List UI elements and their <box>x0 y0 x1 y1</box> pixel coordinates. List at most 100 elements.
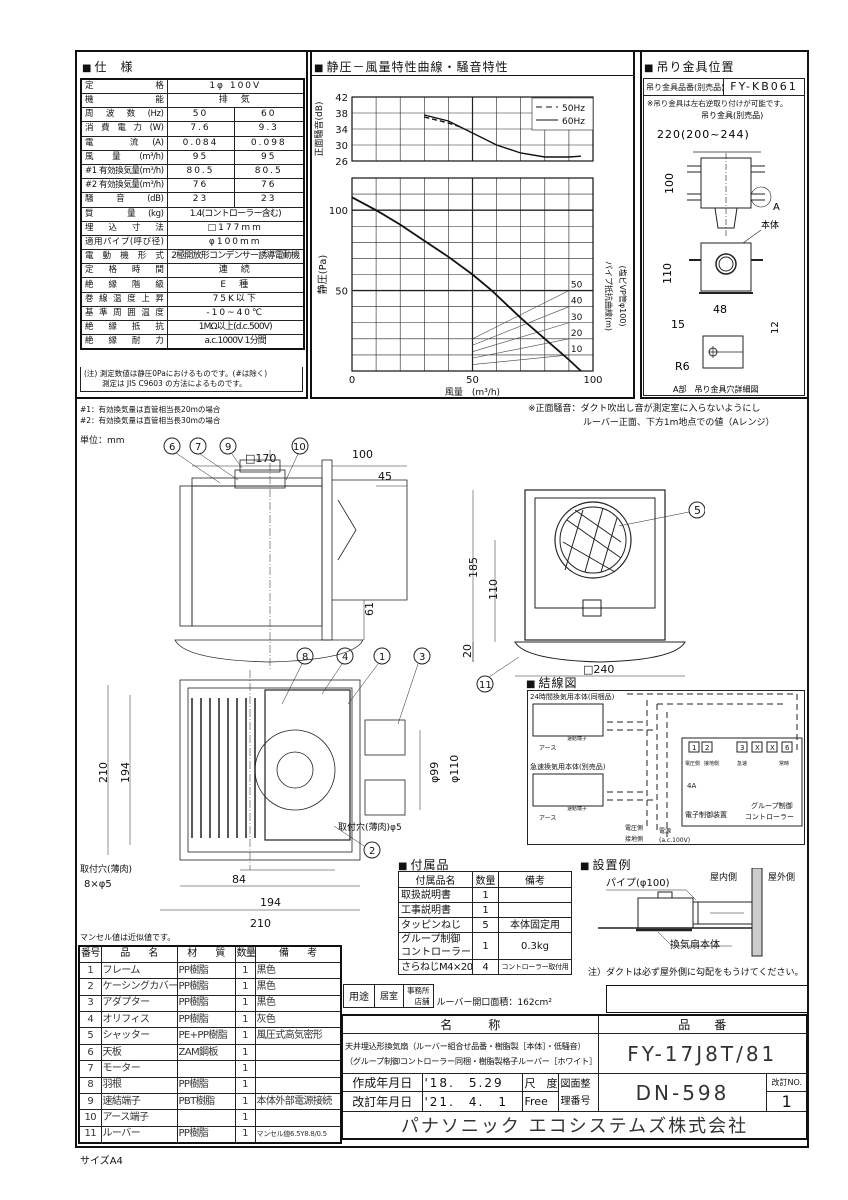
parts-cell: 羽根 <box>100 1076 178 1095</box>
dim-185: 185 <box>467 557 480 578</box>
pressure-curve <box>351 196 582 372</box>
sound-tick: 26 <box>335 157 348 168</box>
spec-value: 1φ 100V <box>166 78 305 94</box>
accessories-header: 備考 <box>498 871 572 888</box>
parts-cell: 3 <box>78 994 102 1013</box>
parts-cell: アダプター <box>100 994 178 1013</box>
sound-series-60Hz <box>424 114 581 158</box>
spec-row: 埋込寸法□177mm <box>80 220 305 236</box>
spec-label: 巻線温度上昇 <box>80 291 168 307</box>
hanger-r6: R6 <box>675 360 690 373</box>
parts-cell: 1 <box>78 961 102 980</box>
accessory-cell: グループ制御 コントローラー <box>398 932 473 960</box>
dim-240: □240 <box>583 663 614 676</box>
dim-110-front: 110 <box>487 579 500 600</box>
dim-100: 100 <box>352 448 373 461</box>
spec-label: 風量(m³/h) <box>80 149 168 165</box>
spec-row: 定格時間連 続 <box>80 263 305 279</box>
accessories-title: 付属品 <box>398 856 449 873</box>
terminal-2: 2 <box>705 744 709 752</box>
callout-5: 5 <box>694 504 701 517</box>
spec-label: 質 量(kg) <box>80 206 168 222</box>
spec-value: □177mm <box>166 220 305 236</box>
revised-date: '21. 4. 1 <box>421 1091 523 1112</box>
parts-cell: フレーム <box>100 961 178 980</box>
hanger-body-label: 本体 <box>761 219 779 231</box>
callout-11: 11 <box>479 680 492 691</box>
spec-value: -10~40℃ <box>166 305 305 322</box>
parts-cell: ケーシングカバー <box>100 978 178 996</box>
wiring-diagram: 24時間換気用本体(同梱品) 急速換気用本体(別売品) 速結端子 速結端子 アー… <box>527 690 805 845</box>
parts-cell: 1 <box>234 1109 256 1127</box>
parts-cell: 1 <box>234 994 256 1013</box>
pipe-curve-50 <box>472 290 570 340</box>
spec-label: 絶縁抵抗 <box>80 319 168 336</box>
spec-value-50hz: 76 <box>166 178 235 194</box>
footnote-2: #2：有効換気量は直管相当長30mの場合 <box>80 416 221 425</box>
side-view <box>174 450 408 670</box>
unit-label: 単位：mm <box>80 436 125 446</box>
l2-label: 接地側 <box>704 760 719 767</box>
callouts-top: 6 7 9 10 <box>163 437 309 484</box>
terminal-x1: X <box>755 744 760 752</box>
accessory-cell: 4 <box>472 959 499 975</box>
x-axis-label: 風量 (m³/h) <box>445 387 500 398</box>
parts-cell: PP樹脂 <box>176 1011 236 1029</box>
hanger-label: 吊り金具品番(別売品) <box>644 79 724 95</box>
spec-value-60hz: 60 <box>233 107 305 123</box>
sound-tick: 38 <box>335 109 348 120</box>
x-tick: 50 <box>466 375 479 386</box>
parts-cell: PP樹脂 <box>176 961 236 980</box>
hanger-dim-w: 220(200~244) <box>657 128 750 141</box>
install-diagram: パイプ(φ100) 屋内側 屋外側 換気扇本体 <box>598 868 795 957</box>
spec-label: 周波数(Hz) <box>80 107 168 123</box>
pipe-curve-20 <box>472 338 569 359</box>
spec-label: #1 有効換気量(m³/h) <box>80 163 168 180</box>
parts-cell: 7 <box>78 1060 102 1078</box>
pipe-curve-label: 10 <box>571 345 583 355</box>
spec-label: 適用パイプ(呼び径) <box>80 234 168 251</box>
accessory-cell: 5 <box>472 917 499 933</box>
louver-area: ルーバー開口面積：162cm² <box>436 998 552 1008</box>
spec-label: 基準周囲温度 <box>80 305 168 322</box>
product-drawings: □170 100 45 61 6 7 9 10 210 194 84 194 2… <box>80 437 461 930</box>
controller-terminals <box>688 741 793 753</box>
sheet-frame <box>75 50 809 1148</box>
parts-cell: 黒色 <box>254 961 342 980</box>
dim-210: 210 <box>97 762 110 783</box>
parts-cell: 1 <box>234 978 256 996</box>
revision-number: 1 <box>766 1091 808 1112</box>
munsell-note: マンセル値は近似値です。 <box>80 933 176 942</box>
parts-cell: アース端子 <box>100 1109 178 1127</box>
accessory-cell: さらねじM4×20 <box>398 959 473 975</box>
parts-cell: 6 <box>78 1043 102 1062</box>
parts-cell: 1 <box>234 961 256 980</box>
sound-series-50Hz <box>424 116 461 128</box>
parts-cell: PP樹脂 <box>176 994 236 1013</box>
hanger-dim-12: 12 <box>770 321 781 334</box>
spec-note-1: (注) 測定数値は静圧0Paにおけるものです。(#は除く) <box>84 369 268 378</box>
model-number: FY-17J8T/81 <box>597 1033 808 1074</box>
chart-panel <box>310 51 635 399</box>
parts-cell: シャッター <box>100 1027 178 1045</box>
bottom-view <box>107 670 421 911</box>
parts-cell: 1 <box>234 1027 256 1045</box>
wiring-unit2: 急速換気用本体(別売品) <box>530 762 606 771</box>
accessory-cell: 取扱説明書 <box>398 887 473 903</box>
hanger-drawing: 吊り金具(別売品) 220(200~244) A 100 本体 110 48 1… <box>657 110 781 394</box>
hole-label-1: 取付穴(薄肉)φ5 <box>338 821 402 833</box>
paper-size: サイズA4 <box>80 1156 123 1167</box>
callout-3: 3 <box>419 652 425 663</box>
